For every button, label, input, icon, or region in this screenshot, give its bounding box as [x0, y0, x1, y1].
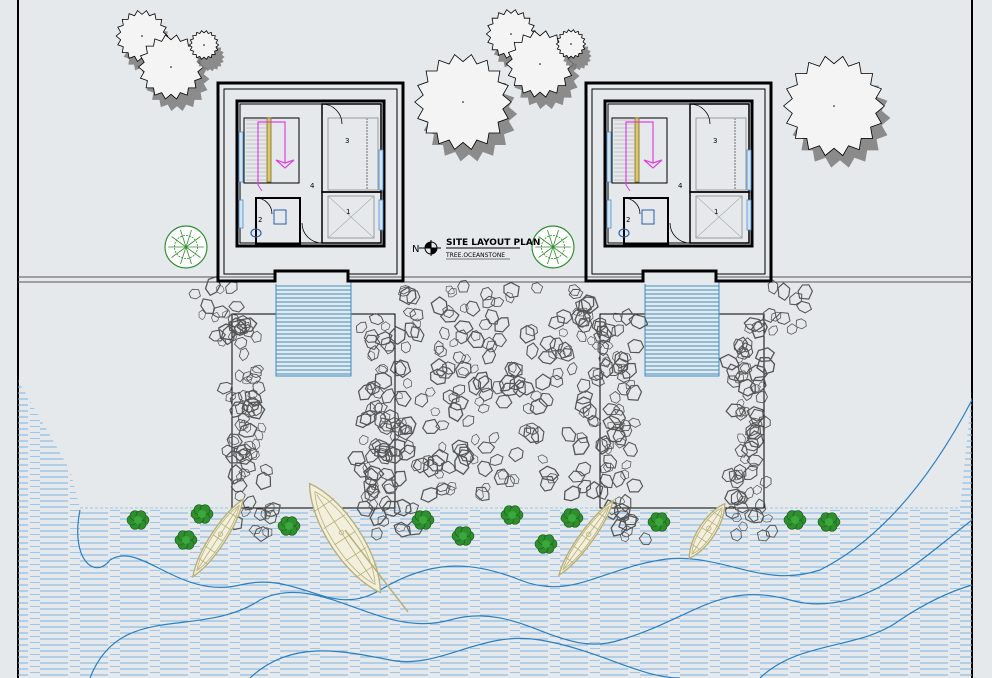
room-label: 1 [346, 208, 350, 216]
shrub-icon [534, 534, 558, 554]
room-label: 2 [258, 216, 262, 224]
building-unit-right: 1 2 3 4 [584, 81, 773, 284]
round-shrub-icon [164, 225, 208, 269]
title-block: N SITE LAYOUT PLAN TREE.OCEANSTONE [412, 238, 540, 260]
shrub-icon [817, 512, 841, 532]
room-label: 2 [626, 216, 630, 224]
boat-icon [557, 499, 615, 577]
shrub-icon [500, 505, 524, 525]
tree-icon [505, 30, 580, 110]
room-label: 4 [678, 182, 683, 190]
shrub-icon [411, 510, 435, 530]
tree-icon [782, 55, 891, 168]
boat-icon [688, 502, 726, 560]
shrubs [126, 225, 841, 554]
north-arrow-icon [419, 240, 441, 256]
water-area [18, 380, 973, 678]
plan-subtitle: TREE.OCEANSTONE [445, 252, 505, 259]
plan-title: SITE LAYOUT PLAN [446, 238, 540, 248]
shrub-icon [190, 504, 214, 524]
room-label: 3 [345, 137, 349, 145]
room-label: 1 [714, 208, 718, 216]
shrub-icon [647, 512, 671, 532]
stairs-left [275, 281, 352, 377]
north-label: N [412, 244, 419, 255]
shrub-icon [126, 510, 150, 530]
room-label: 4 [310, 182, 315, 190]
tree-icon [555, 29, 592, 71]
shrub-icon [174, 530, 198, 550]
building-unit-left: 1 2 3 4 [216, 81, 405, 284]
round-shrub-icon [531, 225, 575, 269]
stairs-right [644, 281, 720, 377]
room-label: 3 [713, 137, 717, 145]
boats [191, 482, 726, 613]
tree-icon [188, 30, 225, 72]
shrub-icon [277, 516, 301, 536]
boat-icon [191, 497, 245, 579]
trees [115, 9, 891, 168]
shrub-icon [783, 510, 807, 530]
tree-icon [137, 34, 210, 111]
tree-icon [414, 53, 518, 162]
shrub-icon [451, 526, 475, 546]
boat-icon [308, 482, 382, 594]
shrub-icon [560, 508, 584, 528]
